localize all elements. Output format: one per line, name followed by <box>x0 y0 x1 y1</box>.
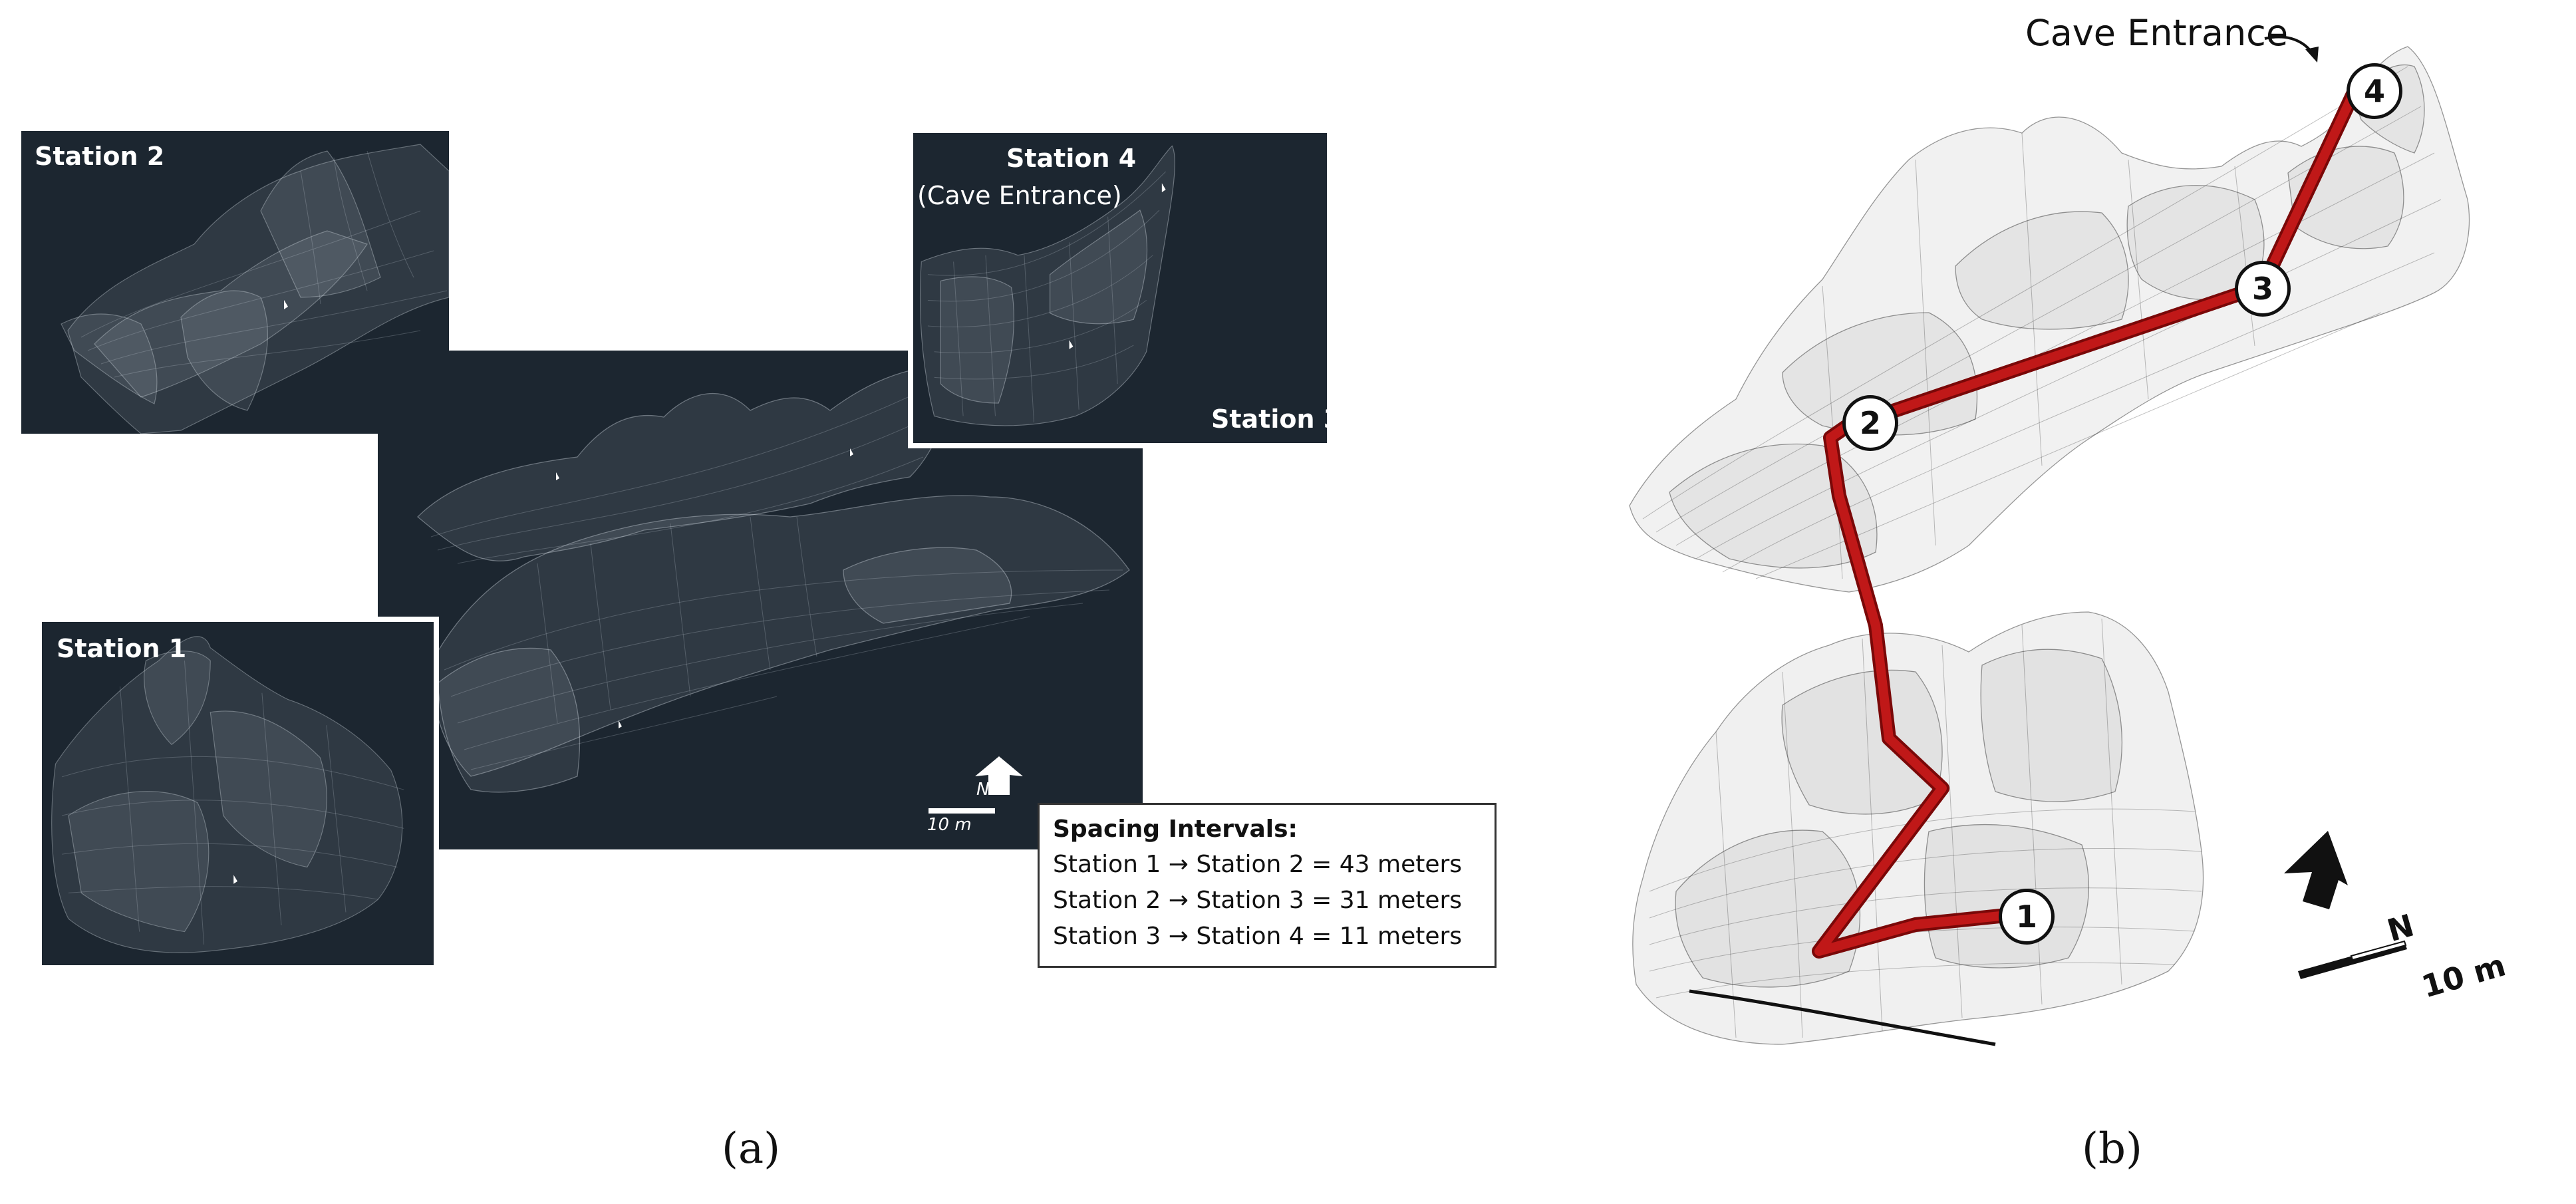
station-path-view: 4 3 2 1 N 10 m <box>1583 0 2576 1118</box>
main-scale-distance: 10 m <box>927 815 972 835</box>
legend-line-1: Station 1 → Station 2 = 43 meters <box>1053 851 1463 878</box>
station-4-mesh <box>919 145 1175 426</box>
station-2-title: Station 2 <box>35 142 165 171</box>
path-station-3-marker: 3 <box>2235 261 2291 317</box>
main-cave-mesh <box>417 361 1130 814</box>
station-1-mesh <box>51 636 404 953</box>
station-3-title: Station 3 <box>1211 404 1332 434</box>
station-1-title: Station 1 <box>57 634 187 663</box>
main-scale-north: N <box>976 780 990 800</box>
station-4-title: Station 4 <box>1006 144 1137 173</box>
station-2-inset: Station 2 <box>21 131 449 434</box>
station-2-mesh <box>61 144 449 434</box>
legend-line-3: Station 3 → Station 4 = 11 meters <box>1053 923 1463 950</box>
caption-a: (a) <box>722 1124 781 1173</box>
cave-mesh-with-path <box>1629 35 2470 1046</box>
path-station-4-marker: 4 <box>2347 63 2402 119</box>
cave-entrance-label: Cave Entrance <box>2025 12 2289 54</box>
caption-b: (b) <box>2082 1124 2142 1173</box>
station-4-inset: Station 4 (Cave Entrance) Station 3 <box>908 128 1332 448</box>
path-station-2-marker: 2 <box>1842 395 1898 451</box>
station-4-subtitle: (Cave Entrance) <box>917 181 1122 210</box>
legend-title: Spacing Intervals: <box>1053 816 1298 843</box>
spacing-intervals-legend: Spacing Intervals: Station 1 → Station 2… <box>1038 803 1497 968</box>
path-station-1-marker: 1 <box>1999 889 2055 945</box>
legend-line-2: Station 2 → Station 3 = 31 meters <box>1053 887 1463 914</box>
station-1-inset: Station 1 <box>37 617 439 971</box>
